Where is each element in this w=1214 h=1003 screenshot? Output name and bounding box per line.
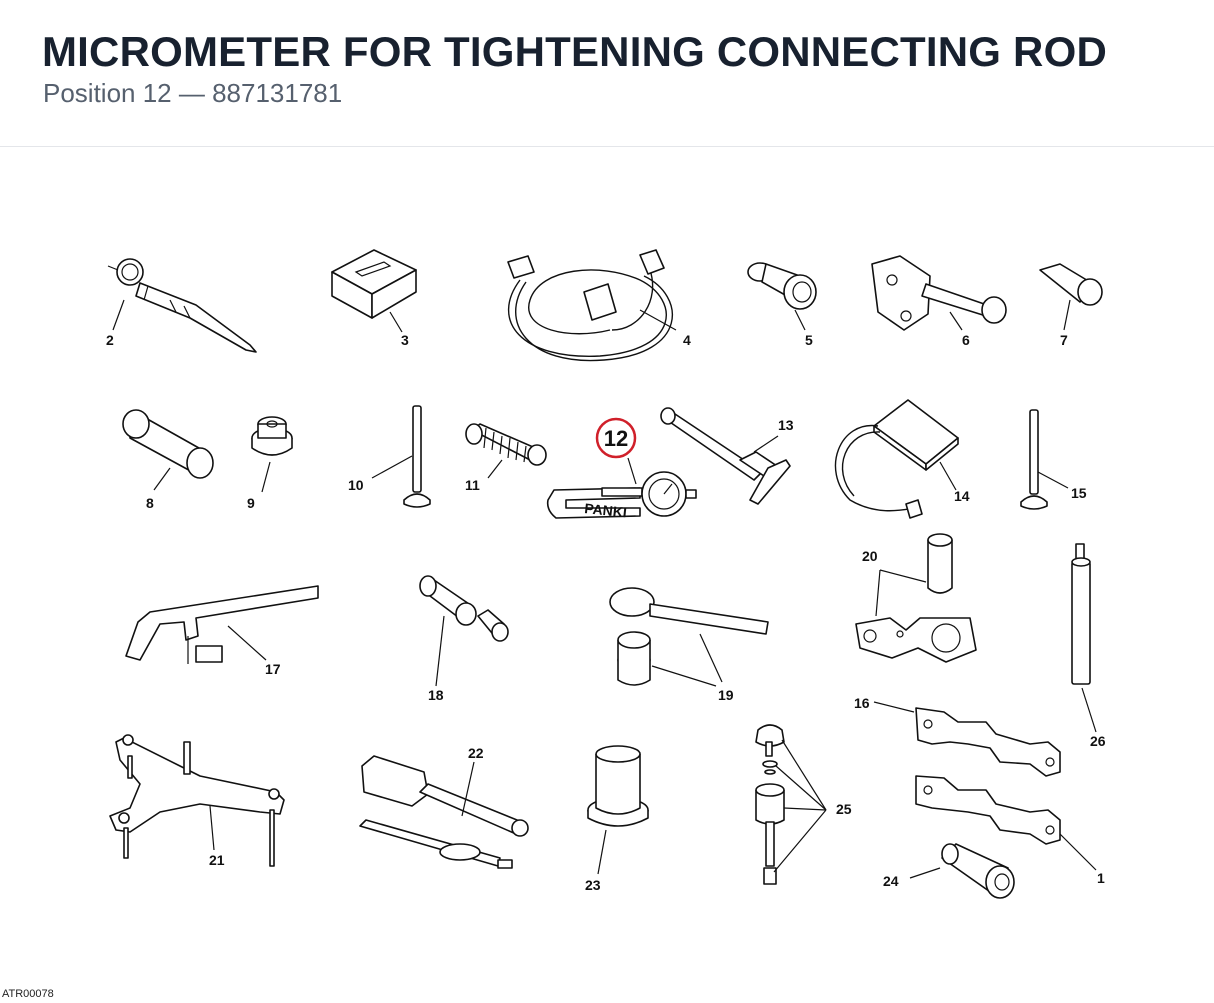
tool-10-valve [371, 405, 431, 508]
part-label-5: 5 [805, 332, 813, 348]
tool-24-socket [909, 843, 1015, 899]
part-label-6: 6 [962, 332, 970, 348]
tool-25-puller [755, 724, 827, 885]
tool-19-pin-wrench [609, 587, 769, 687]
part-label-18: 18 [428, 687, 444, 703]
part-label-23: 23 [585, 877, 601, 893]
tool-18-sockets [419, 575, 509, 687]
tool-26-rod [1071, 543, 1097, 733]
tool-11-knurled-handle [465, 423, 547, 479]
tool-1-bracket [915, 775, 1097, 871]
part-label-7: 7 [1060, 332, 1068, 348]
document-code: ATR00078 [2, 988, 54, 1000]
tool-16-bracket [873, 701, 1061, 777]
tool-14-electronic-box [834, 399, 959, 519]
part-label-12-highlight: 12 [595, 417, 637, 459]
tool-9-bush [251, 416, 293, 493]
tool-12-micrometer: PANKI [546, 457, 697, 520]
tool-15-valve [1020, 409, 1069, 510]
part-label-9: 9 [247, 495, 255, 511]
part-label-2: 2 [106, 332, 114, 348]
tool-6-puller [871, 255, 1007, 331]
tool-20-fixture [855, 533, 977, 663]
part-label-14: 14 [954, 488, 970, 504]
part-label-17: 17 [265, 661, 281, 677]
part-label-15: 15 [1071, 485, 1087, 501]
part-label-19: 19 [718, 687, 734, 703]
tool-23-sleeve [587, 745, 649, 875]
page-header: MICROMETER FOR TIGHTENING CONNECTING ROD… [0, 0, 1214, 147]
part-label-12: 12 [604, 426, 628, 451]
tool-17-spanner [125, 585, 319, 664]
tool-4-cable-tester [507, 249, 677, 362]
part-label-20: 20 [862, 548, 878, 564]
part-label-21: 21 [209, 852, 225, 868]
page-title: MICROMETER FOR TIGHTENING CONNECTING ROD [42, 28, 1107, 75]
part-label-22: 22 [468, 745, 484, 761]
part-label-4: 4 [683, 332, 691, 348]
tool-7-drift [1039, 263, 1103, 331]
micrometer-stamp: PANKI [584, 500, 628, 520]
part-labels: 2 3 4 5 6 7 8 9 10 11 12 13 14 15 17 18 … [106, 332, 1106, 893]
part-label-10: 10 [348, 477, 364, 493]
part-label-8: 8 [146, 495, 154, 511]
part-label-13: 13 [778, 417, 794, 433]
tool-3-block [331, 249, 417, 333]
part-label-24: 24 [883, 873, 899, 889]
part-label-26: 26 [1090, 733, 1106, 749]
tool-21-plate [109, 734, 285, 867]
part-label-3: 3 [401, 332, 409, 348]
page-subtitle: Position 12 — 887131781 [43, 78, 343, 108]
tools-diagram: PANKI [106, 249, 1106, 899]
tool-8-sleeve [122, 409, 214, 491]
tool-13-t-wrench [660, 407, 791, 505]
part-label-25: 25 [836, 801, 852, 817]
tool-22-adapters [359, 755, 529, 869]
tool-2-dial-gauge [107, 258, 257, 353]
part-label-16: 16 [854, 695, 870, 711]
part-label-1: 1 [1097, 870, 1105, 886]
highlight-ring [595, 417, 637, 459]
tool-5-socket [747, 262, 817, 331]
part-label-11: 11 [465, 477, 480, 493]
